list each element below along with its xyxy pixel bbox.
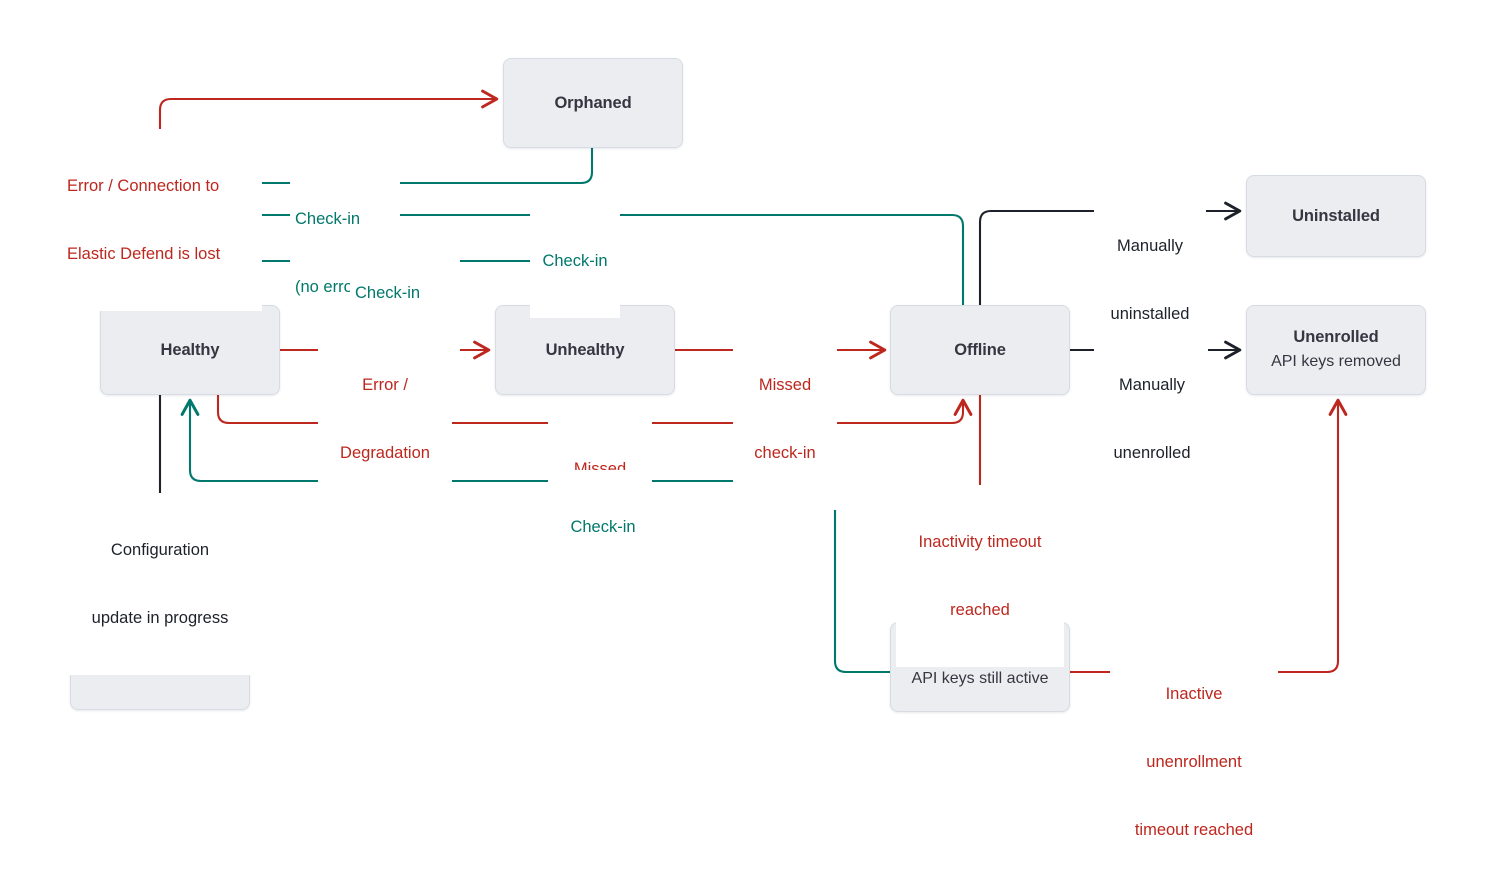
edge-label-line-1: Inactivity timeout [918, 532, 1042, 551]
node-offline-title: Offline [954, 340, 1006, 359]
edge-label-line-2: check-in [754, 443, 816, 462]
edge-label-line-1: Check-in [570, 517, 636, 536]
edge-label-inactive-to-unenrolled: Inactive unenrollment timeout reached [1110, 637, 1278, 887]
node-unenrolled-title: Unenrolled [1293, 328, 1379, 347]
node-healthy-title: Healthy [160, 340, 220, 359]
edge-label-line-1: Manually [1116, 236, 1184, 255]
edge-label-offline-to-inactive: Inactivity timeout reached [896, 485, 1064, 668]
edge-label-line-2: unenrolled [1113, 443, 1191, 462]
edge-label-healthy-to-unhealthy: Error / Degradation [318, 328, 452, 511]
edge-label-unhealthy-to-offline: Missed check-in [733, 328, 837, 511]
edge-label-inactive-to-healthy: Check-in [558, 470, 648, 584]
edge-label-line-2: Elastic Defend is lost [67, 244, 221, 263]
edge-label-line-2: unenrollment [1146, 752, 1242, 771]
edge-label-line-2: Degradation [340, 443, 430, 462]
edge-label-healthy-to-orphaned: Error / Connection to Elastic Defend is … [62, 129, 262, 312]
node-inactive-subtitle: API keys still active [911, 669, 1049, 687]
edge-label-line-1: Check-in [295, 209, 361, 228]
node-unhealthy-title: Unhealthy [545, 340, 625, 359]
edge-label-line-1: Error / [362, 375, 408, 394]
edge-label-line-1: Check-in [542, 251, 608, 270]
edge-label-line-2: reached [950, 600, 1010, 619]
node-offline[interactable]: Offline [890, 305, 1070, 395]
edge-label-line-2: uninstalled [1110, 304, 1190, 323]
edge-label-healthy-to-updating: Configuration update in progress [68, 493, 252, 676]
node-uninstalled-title: Uninstalled [1292, 206, 1380, 225]
edge-label-line-1: Manually [1118, 375, 1186, 394]
edge-label-line-1: Check-in [355, 283, 421, 302]
node-healthy[interactable]: Healthy [100, 305, 280, 395]
edge-healthy-to-orphaned [158, 89, 499, 305]
edge-label-line-1: Error / Connection to [67, 176, 220, 195]
edge-label-line-1: Inactive [1165, 684, 1223, 703]
edge-label-offline-to-healthy: Check-in [530, 204, 620, 318]
state-diagram: Orphaned Healthy Unhealthy Offline Unins… [62, 58, 1426, 840]
node-orphaned[interactable]: Orphaned [503, 58, 683, 148]
node-orphaned-title: Orphaned [554, 93, 632, 112]
edge-offline-to-uninstalled [978, 201, 1242, 305]
edge-label-line-3: timeout reached [1134, 821, 1254, 840]
node-unenrolled[interactable]: Unenrolled API keys removed [1246, 305, 1426, 395]
node-uninstalled[interactable]: Uninstalled [1246, 175, 1426, 257]
node-unhealthy[interactable]: Unhealthy [495, 305, 675, 395]
edge-inactive-to-unenrolled [1070, 398, 1348, 674]
edge-label-line-1: Missed [758, 375, 812, 394]
edge-label-line-1: Configuration [110, 540, 210, 559]
edge-label-line-2: update in progress [91, 608, 229, 627]
edge-label-offline-to-unenrolled: Manually unenrolled [1096, 328, 1208, 511]
node-unenrolled-subtitle: API keys removed [1271, 352, 1401, 370]
